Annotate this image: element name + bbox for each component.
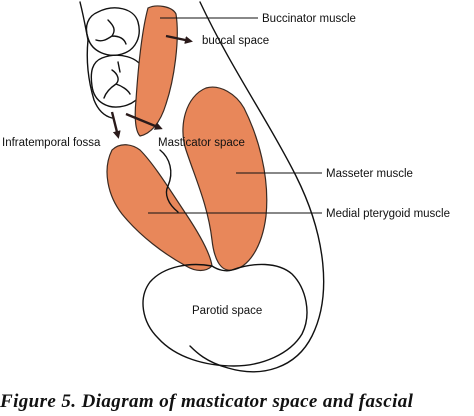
buccal-space-arrow	[165, 34, 193, 44]
label-buccal-space: buccal space	[202, 35, 269, 47]
cheek-outline	[189, 1, 325, 373]
label-buccinator-muscle: Buccinator muscle	[262, 13, 356, 25]
label-masseter-muscle: Masseter muscle	[326, 168, 413, 180]
masticator-arrow	[125, 112, 163, 130]
infratemporal-arrow	[110, 111, 121, 139]
parotid-space	[142, 263, 308, 367]
figure-caption: Figure 5. Diagram of masticator space an…	[0, 391, 414, 412]
label-medial-pterygoid-muscle: Medial pterygoid muscle	[326, 208, 450, 220]
molar-tooth-lower-icon	[90, 54, 146, 108]
masticator-space-outline	[159, 149, 179, 213]
label-infratemporal-fossa: Infratemporal fossa	[2, 137, 101, 149]
buccinator-muscle	[134, 5, 178, 137]
alveolar-outline	[86, 39, 113, 119]
label-parotid-space: Parotid space	[192, 305, 262, 317]
molar-tooth-upper-icon	[85, 7, 140, 56]
label-masticator-space: Masticator space	[158, 137, 245, 149]
